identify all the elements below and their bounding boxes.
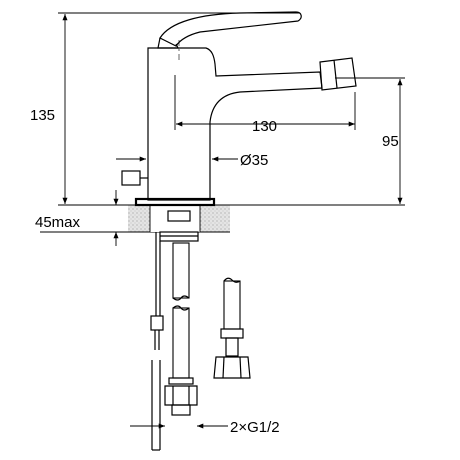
dimension-height-label: 135 (30, 107, 55, 124)
flexible-hose-installed (164, 242, 198, 416)
countertop-section (128, 204, 230, 233)
dimension-outlet-height-label: 95 (382, 133, 399, 150)
flexible-hose-spare (213, 277, 251, 379)
dimension-diameter-label: Ø35 (240, 152, 268, 169)
fixing-assembly (150, 210, 199, 451)
dimension-spout-reach-label: 130 (252, 118, 277, 135)
extension-lines (58, 12, 405, 233)
dimension-connections-label: 2×G1/2 (230, 419, 280, 436)
dimension-max-deck-label: 45max (35, 214, 81, 231)
mixer-body (121, 11, 357, 207)
dimension-lines (40, 14, 403, 429)
